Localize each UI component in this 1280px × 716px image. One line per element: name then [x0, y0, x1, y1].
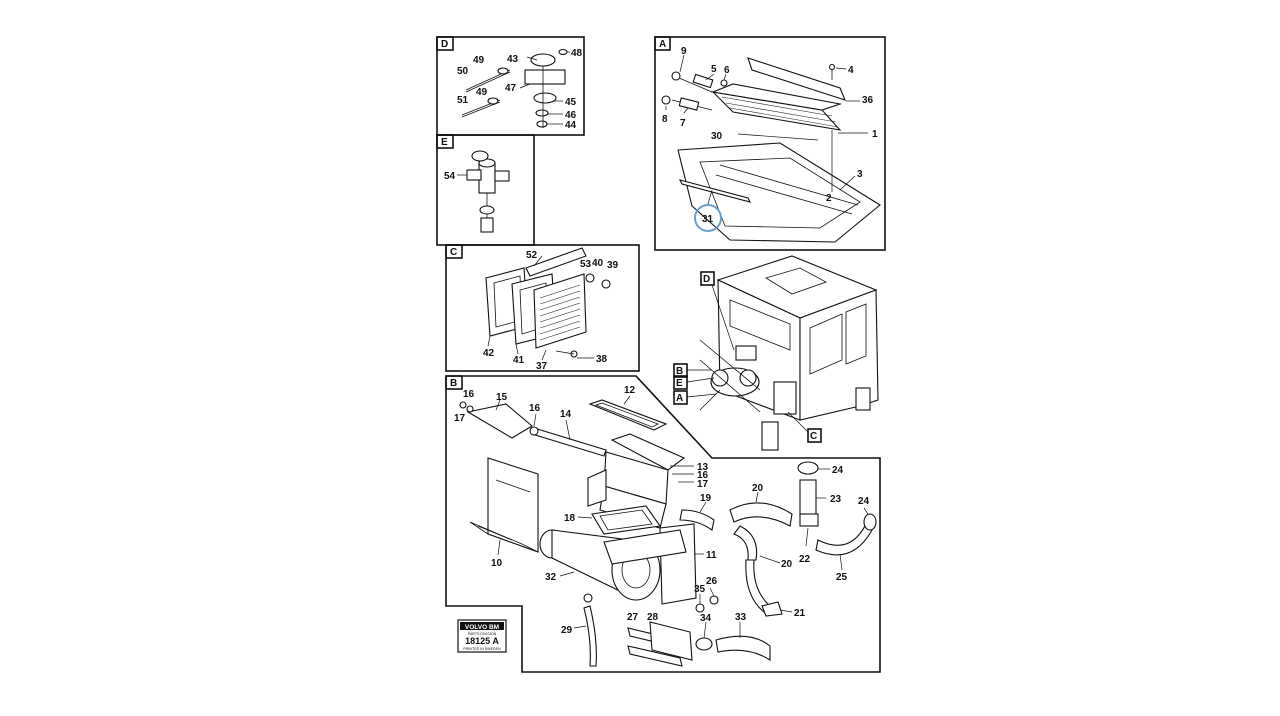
part-label-42: 42 — [483, 348, 495, 359]
part-label-26: 26 — [706, 576, 718, 587]
part-label-45: 45 — [565, 97, 577, 108]
part-label-54: 54 — [444, 171, 456, 182]
part-label-17b: 17 — [697, 479, 709, 490]
part-label-38: 38 — [596, 354, 608, 365]
part-label-14: 14 — [560, 409, 572, 420]
callout-e: E — [676, 378, 683, 389]
part-label-34: 34 — [700, 613, 712, 624]
part-label-1: 1 — [872, 129, 878, 140]
section-d: D 49 50 51 49 43 48 47 45 46 44 — [436, 36, 585, 136]
part-label-50: 50 — [457, 66, 469, 77]
section-c-tag: C — [450, 247, 457, 258]
part-label-6: 6 — [724, 65, 730, 76]
part-label-19: 19 — [700, 493, 712, 504]
part-label-8: 8 — [662, 114, 668, 125]
part-label-49a: 49 — [473, 55, 485, 66]
part-label-24a: 24 — [832, 465, 844, 476]
section-d-tag: D — [441, 39, 448, 50]
part-label-5: 5 — [711, 64, 717, 75]
part-label-44: 44 — [565, 120, 577, 131]
callout-c: C — [810, 431, 817, 442]
part-label-27: 27 — [627, 612, 639, 623]
section-e-tag: E — [441, 137, 448, 148]
part-label-21: 21 — [794, 608, 806, 619]
volvo-parts-stamp: VOLVO BM PARTS DIVISION 18125 A PRINTED … — [457, 619, 507, 653]
part-label-11: 11 — [706, 550, 717, 561]
part-label-41: 41 — [513, 355, 525, 366]
callout-tags: D B E A C — [673, 271, 822, 443]
part-label-16c: 16 — [697, 470, 709, 481]
part-label-7: 7 — [680, 118, 686, 129]
callout-d: D — [703, 274, 710, 285]
part-label-12: 12 — [624, 385, 636, 396]
part-label-48: 48 — [571, 48, 583, 59]
part-label-36: 36 — [862, 95, 874, 106]
part-label-18: 18 — [564, 513, 576, 524]
section-b-tag: B — [450, 378, 457, 389]
section-e: E 54 — [436, 134, 535, 246]
stamp-footer: PRINTED IN SWEDEN — [463, 647, 501, 651]
part-label-32: 32 — [545, 572, 557, 583]
stamp-brand: VOLVO BM — [465, 624, 499, 631]
section-b: B — [445, 375, 881, 673]
section-c: C 52 53 40 39 42 41 37 38 — [445, 244, 640, 372]
section-a-tag: A — [659, 39, 666, 50]
part-label-16a: 16 — [463, 389, 475, 400]
stamp-subtitle: PARTS DIVISION — [468, 632, 497, 636]
part-label-9: 9 — [681, 46, 687, 57]
part-label-47: 47 — [505, 83, 517, 94]
part-label-33: 33 — [735, 612, 747, 623]
part-label-20b: 20 — [781, 559, 793, 570]
part-label-2: 2 — [826, 193, 832, 204]
part-label-30: 30 — [711, 131, 723, 142]
part-label-23: 23 — [830, 494, 842, 505]
part-label-28: 28 — [647, 612, 659, 623]
stamp-number: 18125 A — [465, 636, 499, 646]
part-label-25: 25 — [836, 572, 848, 583]
part-label-20a: 20 — [752, 483, 764, 494]
part-label-37: 37 — [536, 361, 548, 372]
part-label-29: 29 — [561, 625, 573, 636]
part-label-16b: 16 — [529, 403, 541, 414]
part-label-52: 52 — [526, 250, 538, 261]
callout-b: B — [676, 366, 683, 377]
part-label-24b: 24 — [858, 496, 870, 507]
cab-overview — [699, 255, 879, 451]
part-label-35: 35 — [694, 584, 706, 595]
part-label-40: 40 — [592, 258, 604, 269]
part-label-10: 10 — [491, 558, 503, 569]
part-label-3: 3 — [857, 169, 863, 180]
section-a: A — [654, 36, 886, 251]
part-label-4: 4 — [848, 65, 854, 76]
part-label-22: 22 — [799, 554, 811, 565]
part-label-46: 46 — [565, 110, 577, 121]
part-label-17a: 17 — [454, 413, 466, 424]
part-label-49b: 49 — [476, 87, 488, 98]
part-label-13: 13 — [697, 462, 709, 473]
part-label-39: 39 — [607, 260, 619, 271]
part-label-43: 43 — [507, 54, 519, 65]
part-label-15: 15 — [496, 392, 508, 403]
highlight-circle-31[interactable] — [694, 204, 722, 232]
part-label-53: 53 — [580, 259, 592, 270]
part-label-31: 31 — [702, 214, 714, 225]
callout-a: A — [676, 393, 683, 404]
part-label-51: 51 — [457, 95, 469, 106]
